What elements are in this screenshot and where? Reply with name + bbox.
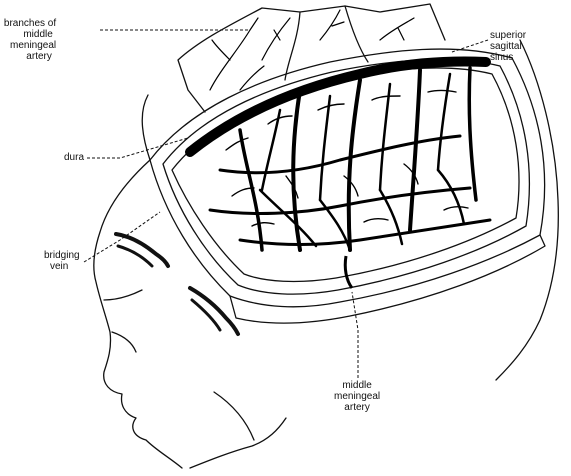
cortical-veins [210,68,490,250]
leader-dura [87,138,188,158]
label-branches-of-middle-meningeal-artery: branches of middle meningeal artery [2,18,56,62]
label-middle-meningeal-artery: middle meningeal artery [334,380,380,413]
label-bridging-vein: bridging vein [44,250,80,272]
leader-lines [84,30,488,378]
jaw-line [190,418,286,468]
middle-meningeal-artery [345,256,352,288]
face-outline [94,160,182,468]
label-dura: dura [64,152,84,163]
meningeal-branches [210,10,414,90]
label-superior-sagittal-sinus: superior sagittal sinus [490,30,526,63]
dura-flap [178,4,445,112]
leader-artery [352,292,358,378]
